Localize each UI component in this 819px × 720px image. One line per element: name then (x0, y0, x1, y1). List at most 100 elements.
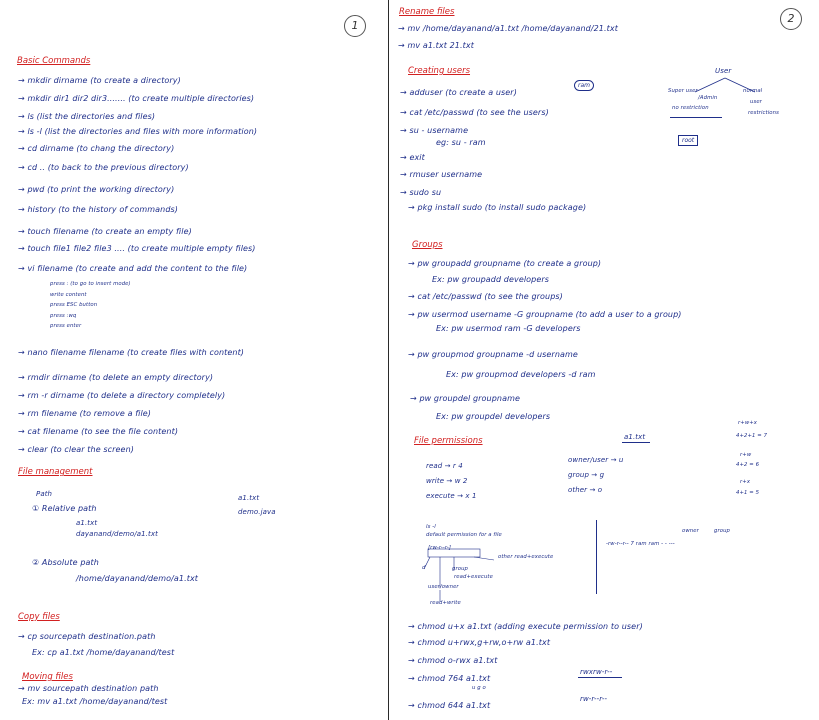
vi-note: press : (to go to insert mode) (50, 281, 131, 287)
note-line: → mv a1.txt 21.txt (398, 41, 474, 50)
note-line: → cd dirname (to chang the directory) (18, 144, 175, 153)
file-management-heading: File management (18, 467, 93, 477)
file-name: demo.java (238, 508, 276, 516)
note-line: Ex: pw groupmod developers -d ram (446, 370, 596, 379)
note-line: → cd .. (to back to the previous directo… (18, 163, 189, 172)
tree-left: no restriction (672, 105, 709, 111)
diagram-text: read+execute (454, 574, 493, 580)
diagram-text: [rw-r--r-] (428, 545, 452, 551)
note-line: → cat /etc/passwd (to see the groups) (408, 292, 563, 301)
calc-line: 4+2+1 = 7 (736, 433, 768, 439)
page-number: 2 (780, 8, 802, 30)
note-line: eg: su - ram (436, 138, 486, 147)
ram-badge: ram (574, 80, 594, 91)
note-line: → rm -r dirname (to delete a directory c… (18, 391, 226, 400)
rwx-row: write → w 2 (426, 477, 468, 485)
diagram-text: group (452, 566, 469, 572)
note-line: → history (to the history of commands) (18, 205, 179, 214)
note-line: → cp sourcepath destination.path (18, 632, 156, 641)
note-line: → ls (list the directories and files) (18, 112, 156, 121)
calc-line: r+w (740, 452, 752, 458)
note-line: → pw groupadd groupname (to create a gro… (408, 259, 602, 268)
note-line: Ex: pw groupadd developers (432, 275, 550, 284)
underline (578, 677, 622, 678)
diagram-text: d (422, 565, 426, 571)
rwx-row: execute → x 1 (426, 492, 477, 500)
owner-row: owner/user → u (568, 456, 624, 464)
diagram-text: default permission for a file (426, 532, 502, 538)
note-line: → rmuser username (400, 170, 483, 179)
chmod-line: → chmod u+x a1.txt (adding execute permi… (408, 622, 643, 631)
notes-page-2: 2 Rename files → mv /home/dayanand/a1.tx… (398, 0, 819, 720)
note-line: → touch filename (to create an empty fil… (18, 227, 192, 236)
basic-commands-heading: Basic Commands (17, 56, 91, 66)
page-number: 1 (344, 15, 366, 37)
relative-path-item: a1.txt (76, 519, 98, 527)
note-line: → pw groupdel groupname (410, 394, 520, 403)
file-permissions-heading: File permissions (414, 436, 483, 446)
file-name: a1.txt (238, 494, 260, 502)
absolute-path-item: /home/dayanand/demo/a1.txt (76, 574, 199, 583)
vi-note: press :wq (50, 313, 77, 319)
note-line: → ls -l (list the directories and files … (18, 127, 258, 136)
note-line: → clear (to clear the screen) (18, 445, 134, 454)
relative-path-item: dayanand/demo/a1.txt (76, 530, 158, 538)
note-line: → cat filename (to see the file content) (18, 427, 179, 436)
note-line: → rmdir dirname (to delete an empty dire… (18, 373, 214, 382)
owner-label: owner (682, 528, 699, 534)
note-line: → mv /home/dayanand/a1.txt /home/dayanan… (398, 24, 618, 33)
calc-line: 4+1 = 5 (736, 490, 760, 496)
note-line: → adduser (to create a user) (400, 88, 517, 97)
rename-files-heading: Rename files (399, 7, 455, 17)
owner-row: other → o (568, 486, 603, 494)
note-line: → nano filename filename (to create file… (18, 348, 245, 357)
note-line: → mkdir dir1 dir2 dir3....... (to create… (18, 94, 255, 103)
chmod-line: → chmod 644 a1.txt (408, 701, 491, 710)
diagram-text: ls -l (426, 524, 436, 530)
path-label: Path (36, 490, 53, 498)
note-line: → pkg install sudo (to install sudo pack… (408, 203, 587, 212)
underline (622, 442, 650, 443)
note-line: → sudo su (400, 188, 442, 197)
chmod-line: → chmod o-rwx a1.txt (408, 656, 498, 665)
tree-root: User (715, 67, 732, 75)
chmod-result: rw-r--r-- (580, 695, 608, 703)
note-line: → cat /etc/passwd (to see the users) (400, 108, 549, 117)
tree-right: restrictions (748, 110, 779, 116)
groups-heading: Groups (412, 240, 443, 250)
note-line: → pw groupmod groupname -d username (408, 350, 578, 359)
note-line: Ex: cp a1.txt /home/dayanand/test (32, 648, 175, 657)
underline (670, 117, 722, 118)
vi-note: write content (50, 292, 87, 298)
note-line: → rm filename (to remove a file) (18, 409, 152, 418)
divider-line (596, 520, 597, 594)
diagram-text: read+write (430, 600, 461, 606)
chmod-line: → chmod u+rwx,g+rw,o+rw a1.txt (408, 638, 551, 647)
owner-row: group → g (568, 471, 605, 479)
chmod-result: rwxrw-r-- (580, 668, 613, 676)
note-line: → mkdir dirname (to create a directory) (18, 76, 181, 85)
creating-users-heading: Creating users (408, 66, 471, 76)
copy-files-heading: Copy files (18, 612, 60, 622)
page-divider (388, 0, 389, 720)
chmod-line: → chmod 764 a1.txt (408, 674, 491, 683)
rwx-row: read → r 4 (426, 462, 463, 470)
tree-right: user (750, 99, 762, 105)
note-line: → pw usermod username -G groupname (to a… (408, 310, 682, 319)
absolute-path-title: ② Absolute path (32, 558, 99, 567)
tree-left: Super user (668, 88, 698, 94)
note-line: → su - username (400, 126, 469, 135)
note-line: Ex: pw usermod ram -G developers (436, 324, 581, 333)
note-line: Ex: mv a1.txt /home/dayanand/test (22, 697, 168, 706)
calc-line: r+x (740, 479, 751, 485)
moving-files-heading: Moving files (22, 672, 73, 682)
note-line: → mv sourcepath destination path (18, 684, 159, 693)
note-line: → pwd (to print the working directory) (18, 185, 175, 194)
note-line: → exit (400, 153, 425, 162)
vi-note: press ESC button (50, 302, 98, 308)
group-label: group (714, 528, 731, 534)
root-box: root (678, 135, 699, 146)
notes-page-1: 1 Basic Commands → mkdir dirname (to cre… (0, 0, 409, 720)
note-line: → vi filename (to create and add the con… (18, 264, 248, 273)
